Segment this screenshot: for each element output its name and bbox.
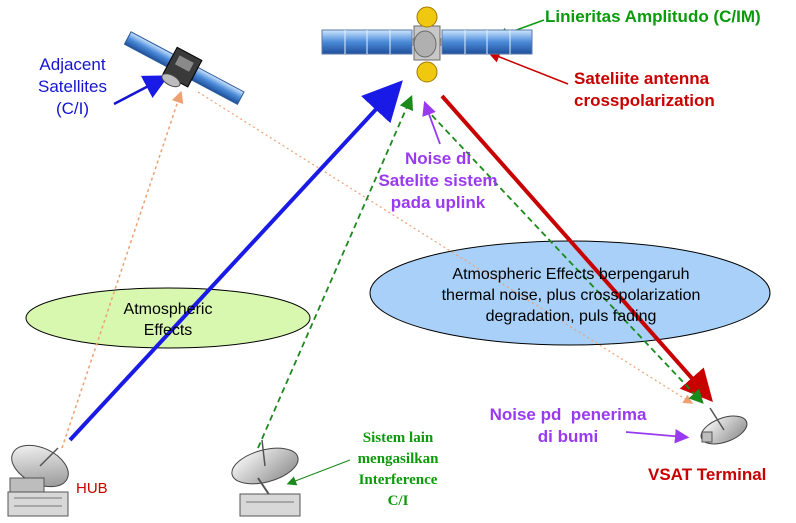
adjacent-downlink-line xyxy=(197,91,694,404)
noise-uplink-pointer-arrow xyxy=(422,100,441,145)
hub-label: HUB xyxy=(76,480,108,497)
uplink-beam xyxy=(68,80,403,442)
adjacent-satellites-label: Adjacent Satellites (C/I) xyxy=(38,55,107,118)
interference-uplink-line xyxy=(257,95,413,449)
atmospheric-effects-left-ellipse xyxy=(25,287,311,349)
interference-pointer-arrow xyxy=(286,459,351,486)
main-satellite-icon xyxy=(321,6,533,83)
noise-receiver-label: Noise pd penerima di bumi xyxy=(489,405,647,446)
noise-downlink-line xyxy=(424,107,704,404)
interference-dish-icon xyxy=(231,439,301,517)
adjacent-pointer-arrow xyxy=(113,75,169,106)
atm-effects-left-text: Atmospheric Effects xyxy=(123,301,213,339)
hub-dish-icon xyxy=(7,444,69,517)
adjacent-uplink-line xyxy=(61,90,184,449)
sat-antenna-label: Sateliite antenna crosspolarization xyxy=(574,69,715,110)
downlink-beam xyxy=(440,94,713,402)
main-satellite-left-panel xyxy=(321,29,413,55)
atm-effects-right-text: Atmospheric Effects berpengaruh thermal … xyxy=(441,266,701,325)
sistem-lain-label: Sistem lain mengasilkan Interference C/I xyxy=(357,430,439,509)
adjacent-satellite-icon xyxy=(123,31,245,105)
vsat-label: VSAT Terminal xyxy=(648,465,767,484)
linieritas-label: Linieritas Amplitudo (C/IM) xyxy=(545,7,761,26)
vsat-dish-icon xyxy=(700,407,748,445)
noise-uplink-label: Noise di Satelite sistem pada uplink xyxy=(378,149,498,212)
noise-receiver-pointer-arrow xyxy=(625,429,690,444)
antenna-pointer-arrow xyxy=(487,51,569,85)
main-satellite-right-panel xyxy=(441,29,533,55)
